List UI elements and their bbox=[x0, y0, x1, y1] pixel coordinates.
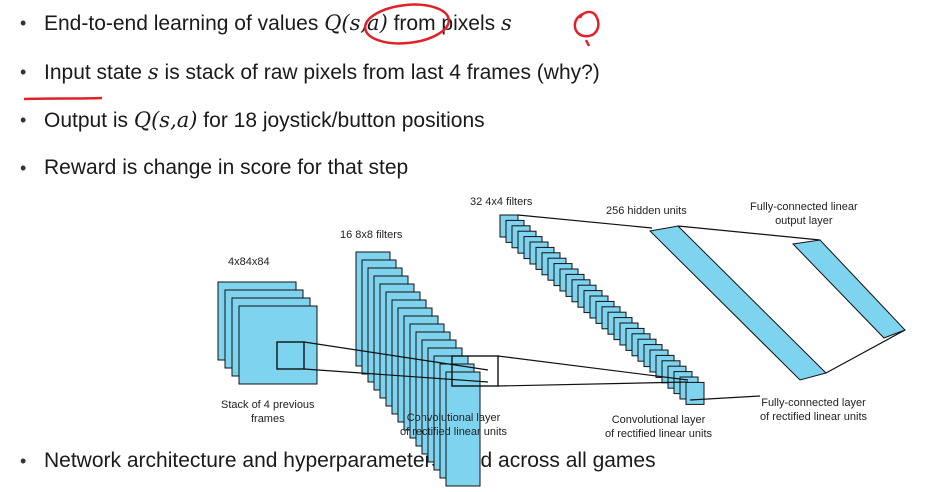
bullet-text: Reward is change in score for that step bbox=[44, 156, 409, 179]
fully-connected-layers bbox=[648, 225, 906, 381]
conv2-filters-label: 32 4x4 filters bbox=[470, 196, 533, 208]
input-to-conv1-line bbox=[303, 341, 489, 371]
bullet-text: Output is Q(s,a) for 18 joystick/button … bbox=[44, 108, 485, 132]
output-layer bbox=[791, 239, 906, 339]
hidden-to-output-line bbox=[825, 329, 906, 374]
hidden-layer bbox=[648, 225, 827, 381]
conv1-receptive-field bbox=[451, 355, 499, 387]
input-receptive-field bbox=[276, 341, 305, 370]
bullet-text: Network architecture and hyperparameters… bbox=[44, 449, 656, 472]
conv2-filter-stack bbox=[499, 214, 705, 405]
conv1-to-conv2-line bbox=[497, 381, 689, 387]
bullet-dot: • bbox=[20, 451, 27, 471]
bullet-dot: • bbox=[20, 62, 27, 82]
bullet-dot: • bbox=[20, 110, 27, 130]
input-to-conv1-line bbox=[303, 368, 489, 383]
input-dims-label: 4x84x84 bbox=[228, 256, 270, 268]
conv1-filters-label: 16 8x8 filters bbox=[340, 229, 403, 241]
conv2-to-hidden-line bbox=[517, 214, 653, 229]
conv1-filter-map bbox=[445, 371, 481, 487]
hidden-units-label: 256 hidden units bbox=[606, 205, 687, 217]
bullet-dot: • bbox=[20, 13, 27, 33]
bullet-text: Input state s is stack of raw pixels fro… bbox=[44, 60, 600, 84]
conv2-filter-map bbox=[685, 381, 705, 405]
input-frame-stack bbox=[217, 281, 318, 385]
bullet-dot: • bbox=[20, 158, 27, 178]
conv1-to-conv2-line bbox=[497, 355, 689, 381]
conv2-to-hidden-line bbox=[689, 395, 761, 401]
layer-connections bbox=[276, 214, 906, 401]
input-frame bbox=[238, 305, 318, 385]
conv1-filter-stack bbox=[355, 251, 481, 487]
hidden-to-output-line bbox=[677, 225, 821, 241]
